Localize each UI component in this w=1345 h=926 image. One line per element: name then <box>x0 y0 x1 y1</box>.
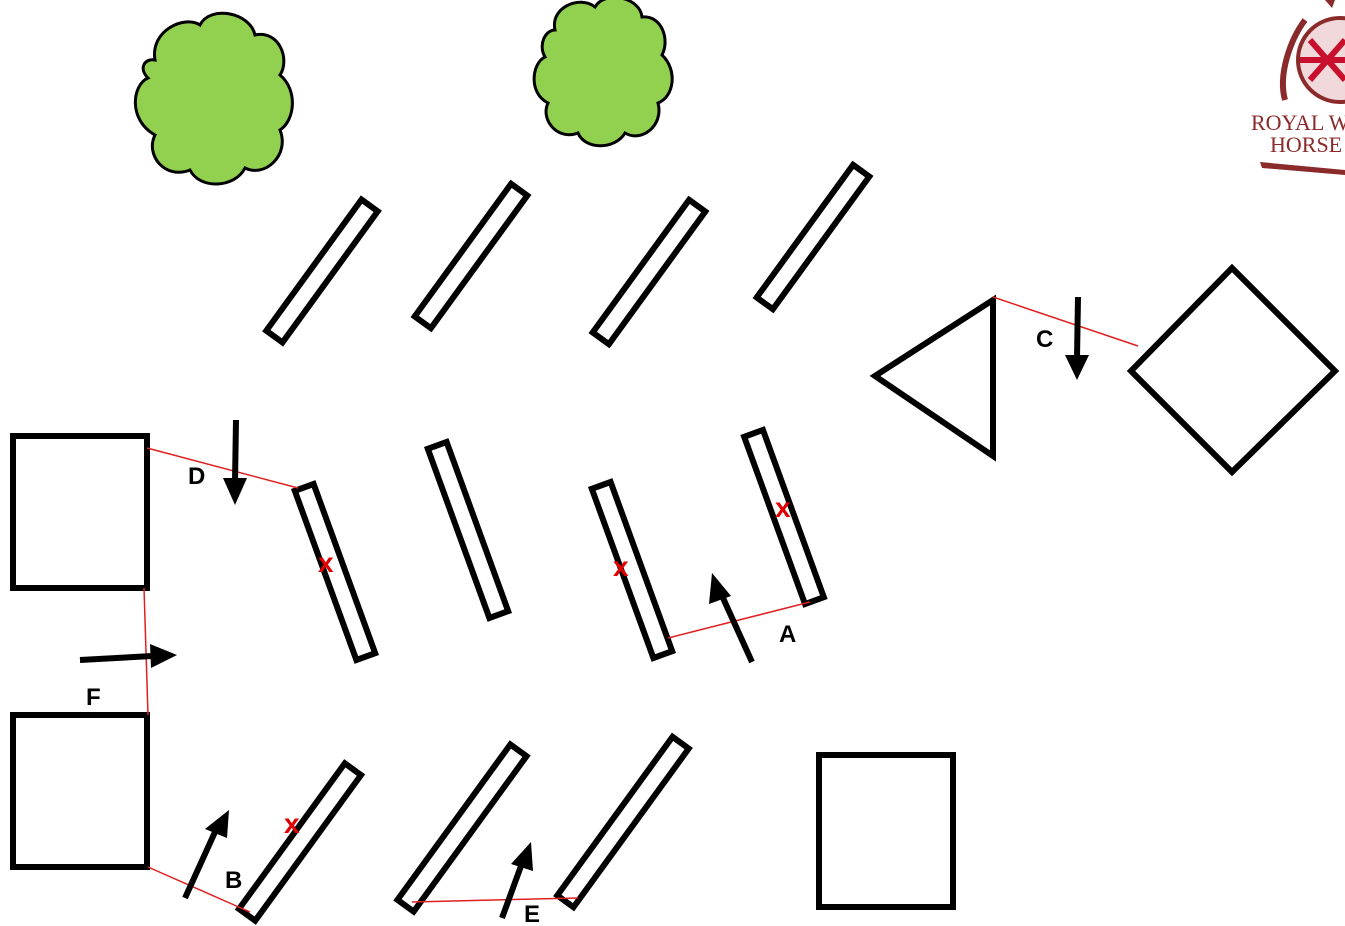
label-e: E <box>524 901 540 926</box>
triangle <box>869 294 996 462</box>
label-c: C <box>1036 326 1053 353</box>
tree-left <box>133 11 294 186</box>
obstacle-top-4 <box>752 160 874 314</box>
obstacle-top-3 <box>588 195 710 349</box>
arrow-b <box>182 810 229 900</box>
obstacle-mid-4 <box>740 426 828 608</box>
logo-text-line2: HORSE <box>1270 132 1342 157</box>
line-a <box>667 601 811 639</box>
obstacle-mid-2 <box>423 438 513 622</box>
marker-x-3: x <box>775 492 791 523</box>
obstacle-bottom-3 <box>553 732 693 912</box>
line-e <box>411 897 579 903</box>
square-left-bottom <box>10 712 150 870</box>
obstacle-bottom-1 <box>234 759 366 925</box>
label-a: A <box>779 621 796 648</box>
square-left-top <box>10 433 150 591</box>
logo-text-line1: ROYAL W <box>1251 110 1345 135</box>
line-d <box>146 447 299 489</box>
square-bottom-right <box>816 752 956 910</box>
label-d: D <box>188 463 205 490</box>
marker-x-2: x <box>613 551 629 582</box>
obstacle-mid-1 <box>290 480 380 664</box>
royal-windsor-logo: ROYAL W HORSE <box>1251 0 1345 175</box>
arrow-e <box>499 842 533 920</box>
line-b <box>147 866 251 913</box>
line-c <box>992 296 1139 347</box>
arrow-f <box>79 644 177 668</box>
diamond <box>1126 263 1340 477</box>
arrow-d <box>223 419 247 505</box>
label-f: F <box>86 684 101 711</box>
obstacle-top-2 <box>410 179 532 333</box>
tree-right <box>532 0 674 148</box>
obstacle-top-1 <box>262 195 382 347</box>
line-f <box>143 587 149 716</box>
obstacle-mid-3 <box>587 478 677 662</box>
label-b: B <box>225 867 242 894</box>
marker-x-1: x <box>318 547 334 578</box>
arrow-c <box>1065 296 1089 380</box>
marker-x-4: x <box>284 808 300 839</box>
obstacle-bottom-2 <box>393 740 531 916</box>
arrow-a <box>709 573 755 664</box>
